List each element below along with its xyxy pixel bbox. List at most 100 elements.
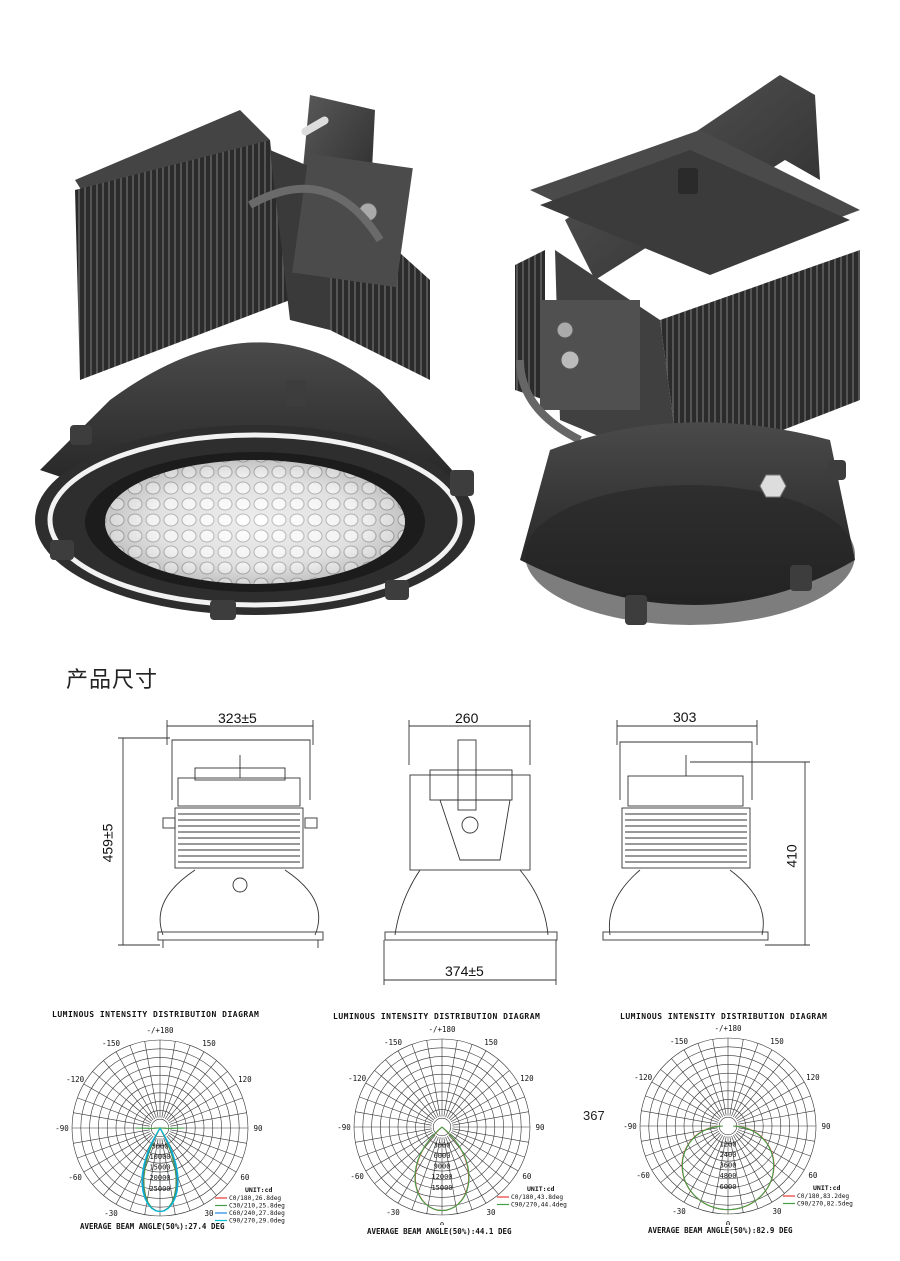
polar-angle-label: -30: [672, 1207, 686, 1216]
polar-spoke: [683, 1049, 723, 1118]
polar-angle-label: -90: [623, 1122, 637, 1131]
polar-spoke: [735, 1132, 796, 1183]
polar-angle-label: -90: [337, 1123, 351, 1132]
polar-title-2: LUMINOUS INTENSITY DISTRIBUTION DIAGRAM: [333, 1012, 541, 1021]
section-heading: 产品尺寸: [66, 668, 159, 693]
polar-spoke: [712, 1136, 727, 1213]
polar-angle-label: -60: [636, 1171, 650, 1180]
polar-spoke: [374, 1133, 435, 1184]
polar-curve: [681, 1125, 775, 1211]
polar-radial-label: 6000: [434, 1152, 451, 1160]
polar-spoke: [445, 1136, 473, 1210]
polar-angle-label: 150: [484, 1038, 498, 1047]
polar-spoke: [737, 1095, 811, 1123]
polar-angle-label: -150: [102, 1039, 121, 1048]
polar-spoke: [169, 1131, 243, 1159]
polar-spoke: [447, 1050, 487, 1119]
polar-spoke: [115, 1136, 155, 1205]
polar-angle-label: -60: [68, 1173, 82, 1182]
polar-angle-label: 150: [770, 1037, 784, 1046]
polar-spoke: [449, 1133, 510, 1184]
polar-spoke: [426, 1137, 441, 1214]
polar-spoke: [103, 1060, 154, 1121]
polar-spoke: [168, 1133, 237, 1173]
polar-spoke: [165, 1051, 205, 1120]
polar-spoke: [359, 1130, 433, 1158]
polar-legend-label: C0/180,26.8deg: [229, 1195, 281, 1202]
polar-angle-label: -/+180: [146, 1026, 174, 1035]
polar-spoke: [452, 1128, 529, 1143]
polar-spoke: [411, 1044, 439, 1118]
polar-spoke: [77, 1097, 151, 1125]
polar-angle-label: -/+180: [714, 1024, 742, 1033]
dimension-height-left: 459±5: [99, 823, 116, 863]
polar-angle-label: 0: [440, 1221, 445, 1225]
polar-spoke: [167, 1134, 228, 1185]
polar-spoke: [443, 1137, 458, 1214]
polar-spoke: [411, 1136, 439, 1210]
polar-radial-label: 20000: [149, 1174, 170, 1182]
side-elevation-drawing: [383, 720, 558, 985]
polar-radial-label: 3000: [434, 1142, 451, 1150]
polar-radial-label: 6000: [720, 1183, 737, 1191]
polar-ring: [432, 1117, 452, 1137]
polar-spoke: [355, 1111, 432, 1126]
polar-spoke: [734, 1133, 785, 1194]
polar-spoke: [170, 1112, 247, 1127]
polar-unit: UNIT:cd: [245, 1186, 272, 1194]
polar-spoke: [449, 1070, 510, 1121]
polar-angle-label: 30: [204, 1209, 214, 1218]
polar-spoke: [729, 1039, 744, 1116]
polar-spoke: [385, 1134, 436, 1195]
polar-spoke: [355, 1128, 432, 1143]
polar-angle-label: -90: [55, 1124, 69, 1133]
polar-spoke: [374, 1070, 435, 1121]
polar-spoke: [447, 1135, 487, 1204]
polar-legend-label: C0/180,43.8deg: [511, 1194, 563, 1201]
polar-legend-label: C0/180,83.2deg: [797, 1193, 849, 1200]
polar-spoke: [129, 1045, 157, 1119]
polar-spoke: [450, 1132, 519, 1172]
polar-angle-label: -120: [348, 1074, 367, 1083]
polar-spoke: [671, 1133, 722, 1194]
polar-spoke: [645, 1129, 719, 1157]
dimension-side-width: 260: [455, 710, 479, 726]
polar-angle-label: 90: [253, 1124, 263, 1133]
polar-radial-label: 15000: [431, 1184, 452, 1192]
polar-angle-label: 0: [158, 1222, 163, 1225]
polar-unit: UNIT:cd: [813, 1184, 840, 1192]
polar-spoke: [733, 1049, 773, 1118]
polar-radial-label: 2400: [720, 1151, 737, 1159]
polar-spoke: [448, 1134, 499, 1195]
polar-spoke: [73, 1112, 150, 1127]
polar-spoke: [169, 1097, 243, 1125]
polar-title-3: LUMINOUS INTENSITY DISTRIBUTION DIAGRAM: [620, 1012, 828, 1021]
polar-spoke: [651, 1081, 720, 1121]
polar-spoke: [73, 1129, 150, 1144]
polar-footer-1: AVERAGE BEAM ANGLE(50%):27.4 DEG: [80, 1222, 225, 1231]
polar-legend-label: C90/270,82.5deg: [797, 1201, 853, 1208]
polar-legend-label: C60/240,27.8deg: [229, 1210, 285, 1217]
stray-label: 367: [583, 1108, 605, 1123]
polar-spoke: [115, 1051, 155, 1120]
polar-legend-label: C90/270,44.4deg: [511, 1202, 567, 1209]
polar-spoke: [170, 1129, 247, 1144]
polar-angle-label: 0: [726, 1220, 731, 1225]
polar-angle-label: 120: [238, 1075, 252, 1084]
polar-angle-label: 60: [808, 1171, 818, 1180]
polar-title-1: LUMINOUS INTENSITY DISTRIBUTION DIAGRAM: [52, 1010, 260, 1019]
polar-spoke: [729, 1136, 744, 1213]
polar-spoke: [365, 1132, 434, 1172]
polar-spoke: [83, 1083, 152, 1123]
polar-angle-label: -150: [384, 1038, 403, 1047]
polar-spoke: [167, 1071, 228, 1122]
polar-spoke: [445, 1044, 473, 1118]
polar-spoke: [103, 1135, 154, 1196]
polar-spoke: [737, 1129, 811, 1157]
polar-spoke: [397, 1050, 437, 1119]
polar-legend-label: C30/210,25.8deg: [229, 1203, 285, 1210]
polar-curve: [414, 1126, 470, 1212]
front-elevation-drawing: [118, 720, 324, 948]
polar-radial-label: 1200: [720, 1141, 737, 1149]
